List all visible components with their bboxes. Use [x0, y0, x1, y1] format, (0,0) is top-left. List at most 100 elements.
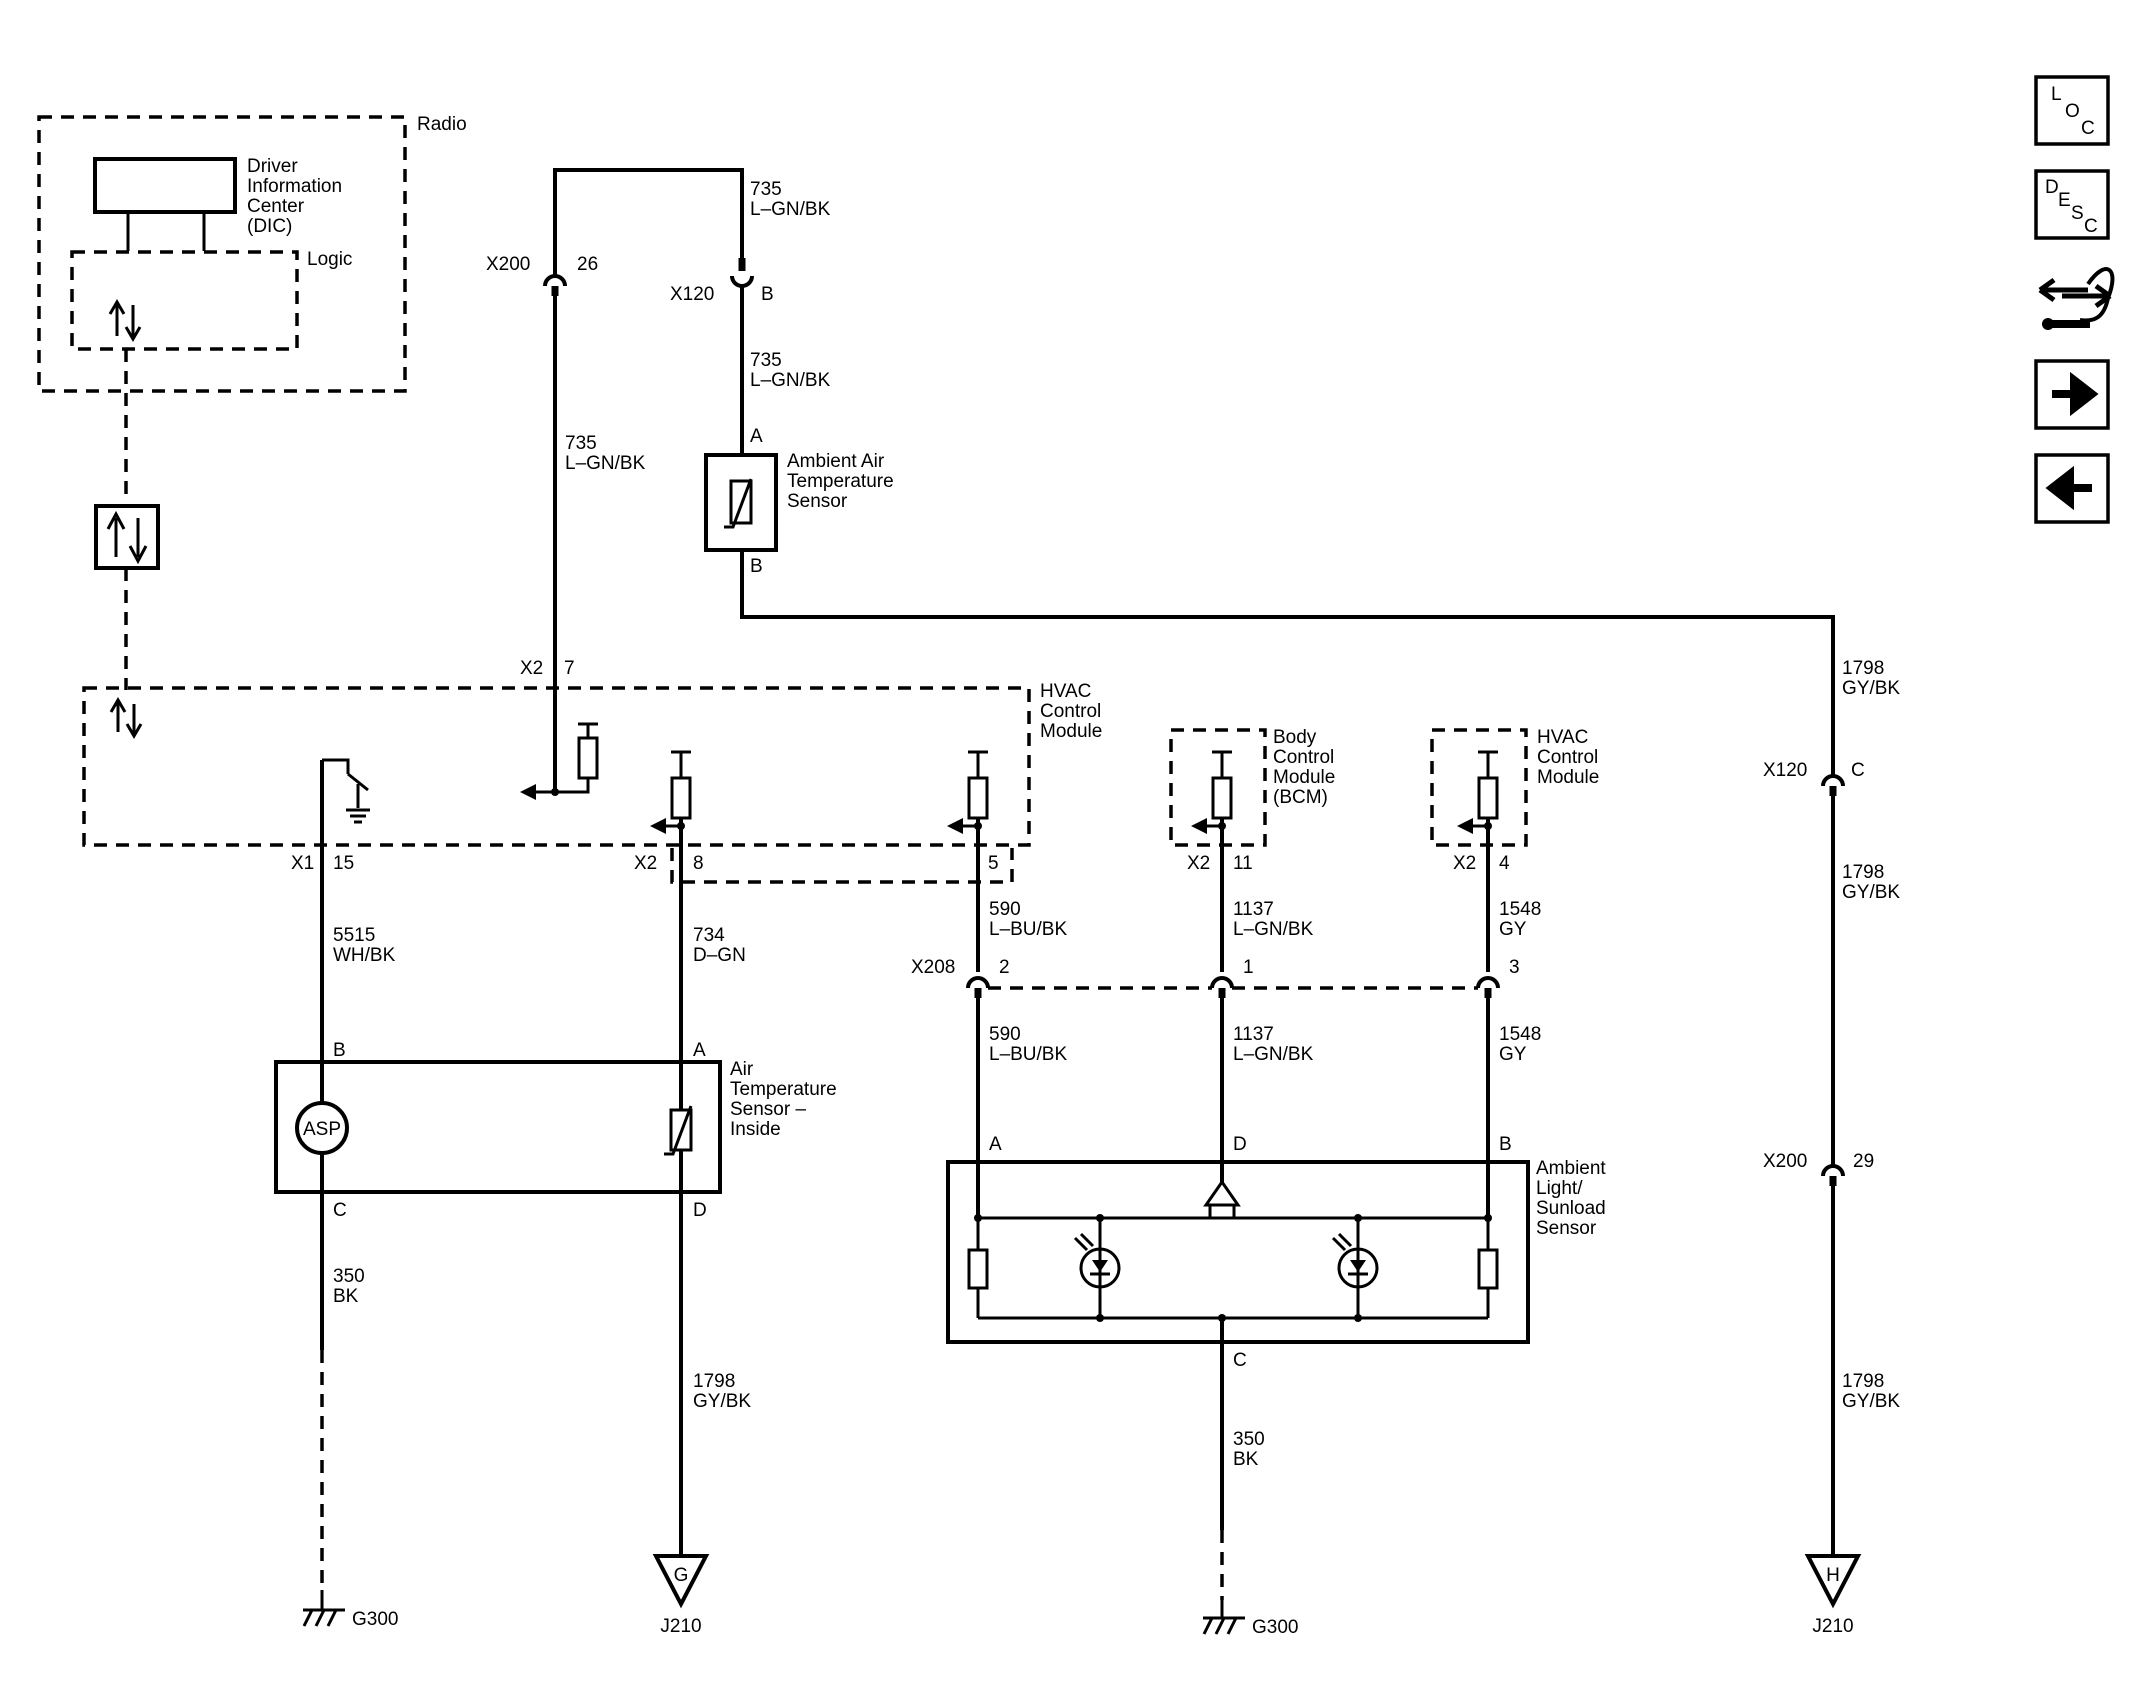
svg-text:L–GN/BK: L–GN/BK: [565, 453, 646, 474]
svg-text:Control: Control: [1273, 747, 1334, 768]
x120-label-right: X120: [1763, 760, 1807, 781]
svg-text:BK: BK: [333, 1286, 359, 1307]
connector-x200-26: [543, 274, 567, 287]
x120-pin-c: C: [1851, 760, 1865, 781]
svg-text:590: 590: [989, 1024, 1021, 1045]
desc-button[interactable]: D E S C: [2034, 169, 2110, 240]
svg-text:GY: GY: [1499, 1044, 1527, 1065]
svg-text:HVAC: HVAC: [1537, 727, 1588, 748]
svg-text:Sunload: Sunload: [1536, 1198, 1606, 1219]
svg-text:S: S: [2071, 203, 2084, 224]
sunload-pin-a: A: [989, 1134, 1002, 1155]
svg-text:(DIC): (DIC): [247, 216, 292, 237]
svg-text:Control: Control: [1040, 701, 1101, 722]
connector-x120-b: [730, 275, 754, 288]
ground-g300-left-label: G300: [352, 1609, 398, 1630]
inside-sensor-pin-c: C: [333, 1200, 347, 1221]
wire-1137-label-top: 1137 L–GN/BK: [1233, 899, 1314, 940]
svg-text:D–GN: D–GN: [693, 945, 746, 966]
sunload-pin-c: C: [1233, 1350, 1247, 1371]
svg-text:1137: 1137: [1233, 899, 1274, 920]
inside-sensor-pin-b: B: [333, 1040, 346, 1061]
svg-text:GY: GY: [1499, 919, 1527, 940]
ambient-sensor-pin-a: A: [750, 426, 763, 447]
svg-text:Module: Module: [1537, 767, 1599, 788]
connector-x208: [966, 976, 1500, 990]
svg-text:Air: Air: [730, 1059, 754, 1080]
x2-pin-11: 11: [1233, 853, 1253, 874]
svg-text:1798: 1798: [693, 1371, 735, 1392]
svg-text:1548: 1548: [1499, 899, 1541, 920]
svg-text:O: O: [2065, 101, 2080, 122]
svg-text:590: 590: [989, 899, 1021, 920]
svg-text:735: 735: [750, 350, 782, 371]
loc-button[interactable]: L O C: [2034, 75, 2110, 146]
logic-label: Logic: [307, 249, 352, 270]
ground-g300-center-label: G300: [1252, 1617, 1298, 1638]
svg-text:Center: Center: [247, 196, 305, 217]
x200-pin-29: 29: [1853, 1151, 1874, 1172]
svg-text:Ambient Air: Ambient Air: [787, 451, 885, 472]
wire-1548-label-top: 1548 GY: [1499, 899, 1541, 940]
svg-text:Sensor: Sensor: [1536, 1218, 1597, 1239]
svg-text:735: 735: [750, 179, 782, 200]
pullup-resistor-7: [577, 736, 599, 780]
svg-text:1798: 1798: [1842, 862, 1884, 883]
bcm-label: Body Control Module (BCM): [1273, 727, 1335, 808]
pullup-resistor-11: [1211, 776, 1233, 820]
svg-text:L–GN/BK: L–GN/BK: [1233, 919, 1314, 940]
wire-1798-top: [740, 550, 1835, 776]
back-arrow-button[interactable]: [2034, 453, 2110, 524]
hvac-main-label: HVAC Control Module: [1040, 681, 1102, 742]
wire-734-label: 734 D–GN: [693, 925, 746, 966]
wire-735-label-mid: 735 L–GN/BK: [750, 350, 831, 391]
x200-pin-26: 26: [577, 254, 598, 275]
x2-label-7: X2: [520, 658, 543, 679]
harness-icon[interactable]: [2038, 267, 2115, 330]
wire-5515-label: 5515 WH/BK: [333, 925, 396, 966]
x2-pin-4: 4: [1499, 853, 1510, 874]
splice-g-icon: G: [652, 1554, 710, 1609]
svg-text:Information: Information: [247, 176, 342, 197]
svg-text:1548: 1548: [1499, 1024, 1541, 1045]
svg-text:5515: 5515: [333, 925, 375, 946]
connector-x120-c: [1821, 774, 1845, 787]
wire-590-label-top: 590 L–BU/BK: [989, 899, 1067, 940]
svg-text:Inside: Inside: [730, 1119, 781, 1140]
svg-text:Module: Module: [1040, 721, 1102, 742]
svg-text:Temperature: Temperature: [787, 471, 894, 492]
svg-text:L–BU/BK: L–BU/BK: [989, 919, 1067, 940]
wire-1798-label-3: 1798 GY/BK: [1842, 1371, 1900, 1412]
svg-text:GY/BK: GY/BK: [1842, 882, 1900, 903]
ambient-air-temperature-sensor: [704, 453, 778, 552]
x2-pin-8: 8: [693, 853, 704, 874]
wire-350-label-center: 350 BK: [1233, 1429, 1265, 1470]
svg-text:Module: Module: [1273, 767, 1335, 788]
inside-sensor-label: Air Temperature Sensor – Inside: [730, 1059, 837, 1140]
bcm-box: [1169, 728, 1267, 847]
svg-text:L–BU/BK: L–BU/BK: [989, 1044, 1067, 1065]
air-temperature-sensor-inside: ASP: [274, 1060, 722, 1194]
pullup-resistor-5: [967, 776, 989, 820]
pullup-resistor-8: [670, 776, 692, 820]
svg-text:E: E: [2058, 190, 2071, 211]
svg-text:Driver: Driver: [247, 156, 298, 177]
svg-text:Body: Body: [1273, 727, 1317, 748]
x120-pin-b: B: [761, 284, 774, 305]
ambient-air-sensor-label: Ambient Air Temperature Sensor: [787, 451, 894, 512]
wire-1137-label-bottom: 1137 L–GN/BK: [1233, 1024, 1314, 1065]
next-arrow-button[interactable]: [2034, 359, 2110, 430]
svg-text:1798: 1798: [1842, 658, 1884, 679]
x2-label-8: X2: [634, 853, 657, 874]
hvac-small-label: HVAC Control Module: [1537, 727, 1599, 788]
svg-text:Ambient: Ambient: [1536, 1158, 1606, 1179]
x208-pin-2: 2: [999, 957, 1010, 978]
svg-text:350: 350: [1233, 1429, 1265, 1450]
inside-sensor-pin-a: A: [693, 1040, 706, 1061]
x2-label-4: X2: [1453, 853, 1476, 874]
sunload-pin-d: D: [1233, 1134, 1247, 1155]
svg-text:Light/: Light/: [1536, 1178, 1583, 1199]
hvac-small-box: [1430, 728, 1528, 847]
svg-text:Sensor: Sensor: [787, 491, 848, 512]
x1-pin-15: 15: [333, 853, 354, 874]
